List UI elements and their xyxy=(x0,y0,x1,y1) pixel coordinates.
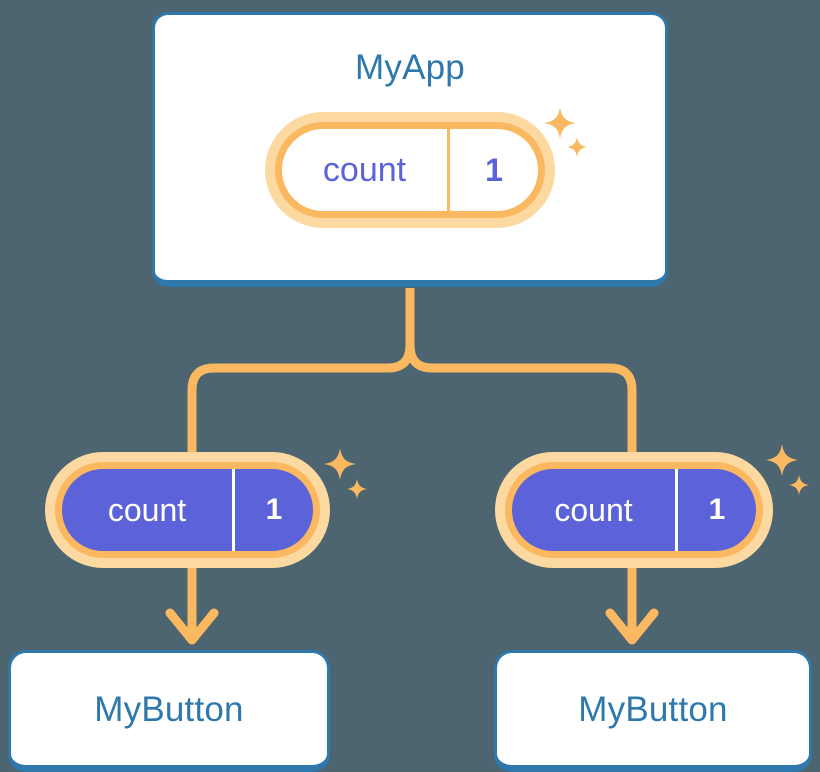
state-key-branch-left: count xyxy=(107,492,187,528)
component-label-myapp: MyApp xyxy=(355,48,465,87)
sparkle-small-icon xyxy=(346,478,368,500)
state-pill-root[interactable]: count 1 xyxy=(265,112,555,228)
arrow-down-left-icon xyxy=(165,608,219,645)
branch-connector-left-icon xyxy=(187,344,415,455)
state-pill-branch-right[interactable]: count 1 xyxy=(495,452,773,568)
state-pill-branch-left-inner: count 1 xyxy=(55,462,320,558)
state-pill-branch-left[interactable]: count 1 xyxy=(45,452,330,568)
component-label-mybutton-right: MyButton xyxy=(578,689,728,729)
sparkle-small-icon xyxy=(788,474,810,496)
state-value-root: 1 xyxy=(447,129,538,211)
state-key-branch-right: count xyxy=(554,492,633,528)
component-card-mybutton-left[interactable]: MyButton xyxy=(8,650,330,772)
state-pill-branch-right-inner: count 1 xyxy=(505,462,763,558)
state-value-branch-right: 1 xyxy=(675,469,756,551)
state-key-root: count xyxy=(322,151,407,189)
arrow-down-right-icon xyxy=(605,608,659,645)
sparkle-icon xyxy=(765,443,799,477)
state-value-branch-left: 1 xyxy=(232,469,313,551)
state-pill-root-inner: count 1 xyxy=(275,122,545,218)
branch-connector-right-icon xyxy=(405,344,637,455)
component-card-mybutton-right[interactable]: MyButton xyxy=(494,650,812,772)
sparkle-icon xyxy=(323,447,357,481)
component-label-mybutton-left: MyButton xyxy=(94,689,244,729)
